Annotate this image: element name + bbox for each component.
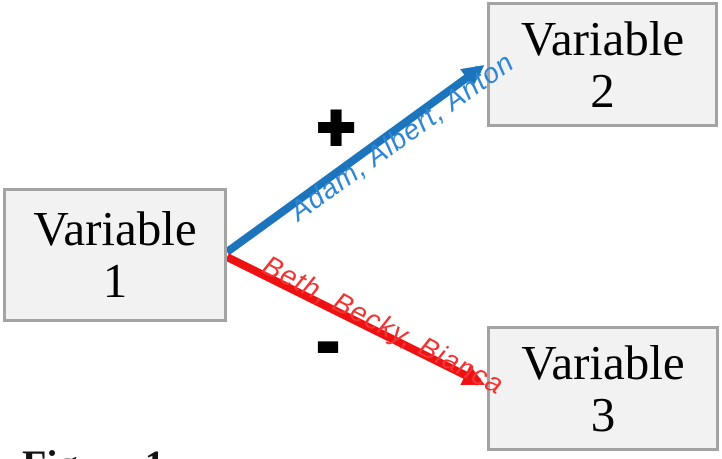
- figure-caption: Figure 1: [22, 445, 165, 459]
- node-variable-3: Variable 3: [487, 326, 719, 451]
- node-variable-2-label: Variable: [520, 10, 685, 66]
- node-variable-1-number: 1: [102, 253, 128, 308]
- node-variable-3-label: Variable: [521, 334, 685, 390]
- node-variable-1: Variable 1: [3, 188, 227, 322]
- positive-sign: +: [315, 91, 356, 163]
- negative-sign: -: [315, 306, 340, 378]
- negative-edge-label: Beth, Becky, Bianca: [257, 249, 510, 401]
- node-variable-1-label: Variable: [33, 201, 197, 257]
- node-variable-2-number: 2: [590, 62, 615, 118]
- node-variable-3-number: 3: [590, 386, 616, 442]
- node-variable-2: Variable 2: [487, 2, 718, 127]
